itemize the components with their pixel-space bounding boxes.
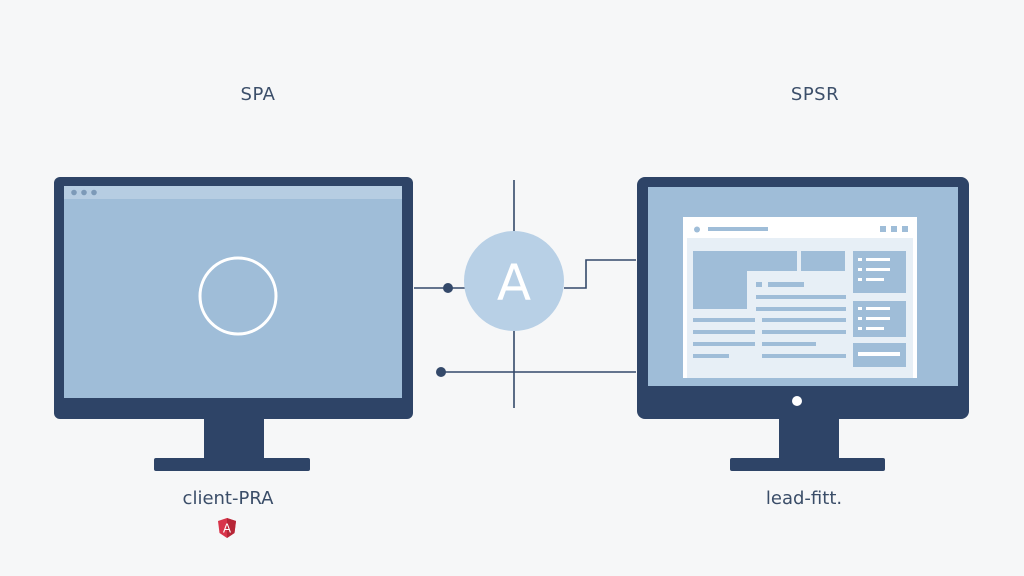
left-window-dot: [71, 189, 77, 196]
power-indicator-icon: [792, 396, 802, 406]
rendered-page-mockup: [683, 217, 917, 378]
angular-shield-icon: A: [218, 518, 236, 538]
connector-node-dot: [443, 283, 453, 293]
left-monitor-screen: [64, 186, 402, 398]
left-window-dot: [91, 189, 97, 196]
left-monitor-neck: [204, 419, 264, 459]
spsr-caption: lead-fitt.: [765, 488, 843, 509]
page-card-line: [866, 317, 890, 320]
badge-letter: A: [223, 522, 232, 536]
page-header-square: [891, 226, 897, 232]
page-card-line: [858, 327, 862, 330]
loading-spinner-icon: [198, 256, 278, 336]
hub-to-right-line: [564, 259, 636, 289]
spa-caption: client-PRA: [182, 488, 274, 509]
left-browser-bar: [64, 186, 402, 199]
page-header-square: [880, 226, 886, 232]
page-card-line: [858, 307, 862, 310]
page-header-square: [902, 226, 908, 232]
page-sidebar-card: [853, 251, 906, 293]
right-monitor-neck: [779, 419, 839, 459]
page-card-line: [858, 317, 862, 320]
page-card-line: [866, 268, 890, 271]
right-monitor: [637, 177, 969, 471]
page-text-line: [762, 342, 816, 346]
page-card-line: [866, 278, 884, 281]
spsr-heading: SPSR: [790, 84, 840, 105]
page-card-line: [866, 307, 890, 310]
page-header-dot: [694, 226, 700, 233]
page-text-line: [762, 330, 846, 334]
page-card-line: [866, 327, 884, 330]
page-text-line: [762, 354, 846, 358]
page-header-line: [708, 227, 768, 231]
hub-circle: [464, 231, 564, 331]
page-card-line: [858, 278, 862, 281]
page-text-line: [693, 330, 755, 334]
page-banner-block: [801, 251, 845, 271]
page-card-line: [858, 352, 900, 356]
page-text-line: [756, 307, 846, 311]
page-text-line: [693, 318, 755, 322]
hub-node: A: [464, 231, 564, 331]
spa-heading: SPA: [240, 84, 276, 105]
page-image-block: [693, 267, 747, 309]
page-text-line: [756, 295, 846, 299]
page-text-line: [756, 282, 762, 287]
left-monitor: [54, 177, 413, 471]
page-text-line: [693, 354, 729, 358]
page-card-line: [858, 258, 862, 261]
right-monitor-base: [730, 458, 885, 471]
connector-node-dot: [436, 367, 446, 377]
page-card-line: [866, 258, 890, 261]
left-monitor-base: [154, 458, 310, 471]
page-banner-block: [693, 251, 797, 271]
left-window-dot: [81, 189, 87, 196]
page-text-line: [762, 318, 846, 322]
connector-lines: [414, 180, 636, 408]
page-text-line: [768, 282, 804, 287]
page-card-line: [858, 268, 862, 271]
page-text-line: [693, 342, 755, 346]
hub-letter: A: [497, 254, 531, 312]
page-mockup-header: [687, 221, 913, 238]
